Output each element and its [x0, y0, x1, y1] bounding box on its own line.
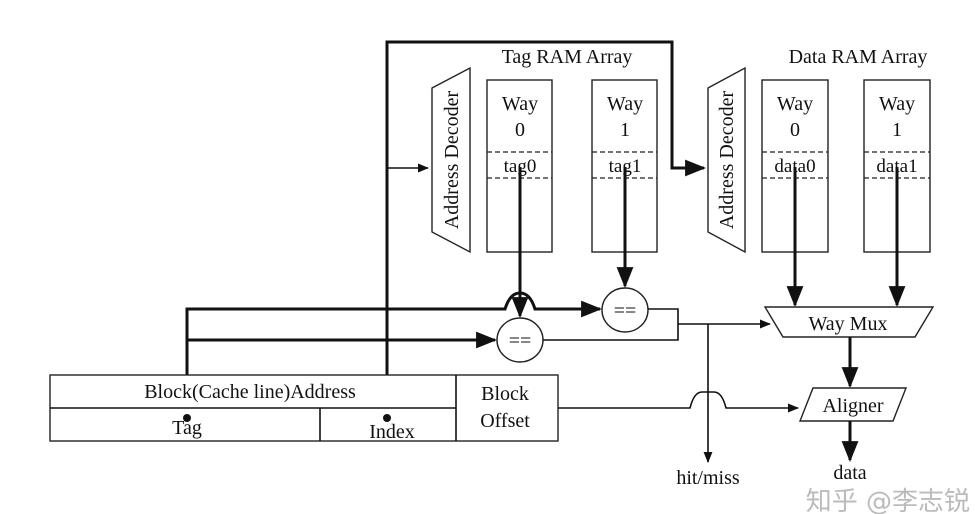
watermark: 知乎 @李志锐 [806, 487, 970, 514]
svg-text:Way: Way [607, 93, 643, 115]
svg-text:Way: Way [879, 93, 915, 115]
svg-text:tag1: tag1 [609, 156, 642, 177]
svg-text:0: 0 [790, 119, 800, 141]
svg-text:data0: data0 [774, 156, 815, 177]
block-label: Block [481, 383, 529, 405]
svg-text:tag0: tag0 [504, 156, 537, 177]
svg-text:Address Decoder: Address Decoder [716, 91, 738, 230]
way-mux: Way Mux [763, 306, 935, 338]
block-address-label: Block(Cache line)Address [144, 381, 356, 403]
svg-text:Aligner: Aligner [822, 395, 883, 417]
svg-text:1: 1 [620, 119, 630, 141]
svg-text:==: == [509, 330, 532, 352]
svg-text:Way: Way [777, 93, 813, 115]
svg-text:Way Mux: Way Mux [809, 313, 888, 335]
address-fields: Block(Cache line)Address Tag Index Block… [49, 374, 559, 443]
hit-miss-label: hit/miss [676, 467, 740, 489]
comparator-1: == [601, 287, 649, 333]
tag-ram-title: Tag RAM Array [502, 46, 633, 68]
svg-text:==: == [614, 300, 637, 322]
svg-text:Way: Way [502, 93, 538, 115]
data-ram-title: Data RAM Array [789, 46, 928, 68]
svg-text:1: 1 [892, 119, 902, 141]
tag-address-decoder: Address Decoder [431, 66, 471, 254]
index-field-label: Index [369, 421, 415, 443]
data-address-decoder: Address Decoder [707, 66, 746, 254]
tag-field-label: Tag [172, 417, 202, 439]
aligner: Aligner [798, 387, 908, 422]
svg-text:0: 0 [515, 119, 525, 141]
svg-text:Address Decoder: Address Decoder [441, 91, 463, 230]
offset-label: Offset [480, 410, 530, 432]
data-output-label: data [833, 462, 866, 484]
comparator-0: == [496, 317, 544, 363]
svg-text:data1: data1 [876, 156, 917, 177]
tag-way-0: Way 0 tag0 [486, 79, 553, 253]
